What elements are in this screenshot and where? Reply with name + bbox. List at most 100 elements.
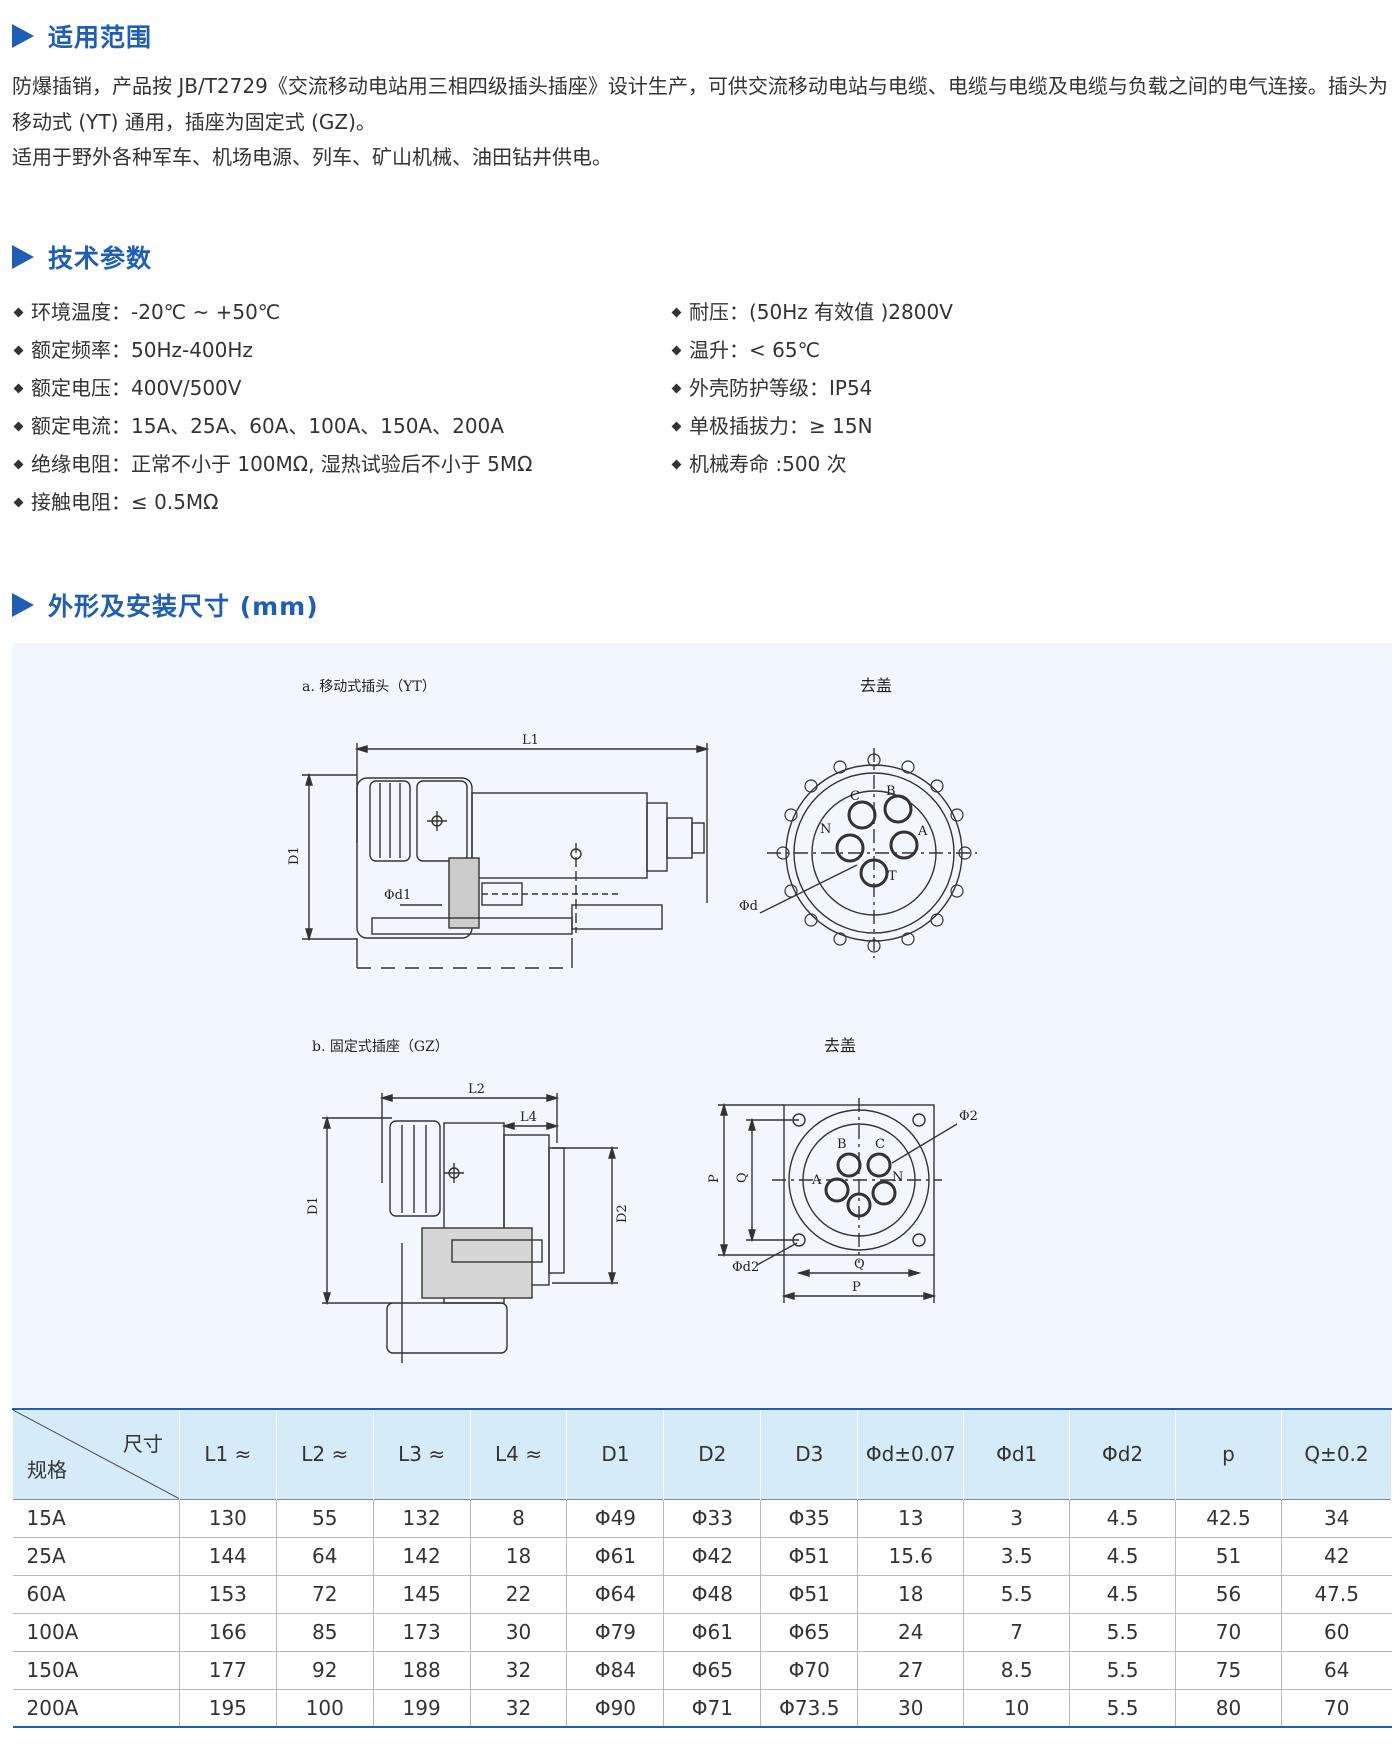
diamond-bullet-icon (13, 383, 24, 393)
table-cell: 56 (1175, 1575, 1282, 1614)
caption-plug: a. 移动式插头（YT） (302, 679, 436, 695)
diamond-bullet-icon (13, 345, 24, 355)
table-cell: 5.5 (963, 1575, 1070, 1614)
table-cell: 5.5 (1069, 1651, 1176, 1690)
table-cell: 72 (275, 1575, 374, 1614)
table-cell: 34 (1280, 1499, 1392, 1538)
section-title-label: 适用范围 (48, 23, 153, 52)
column-header: L3 ≈ (372, 1409, 471, 1499)
table-cell: Φ33 (663, 1499, 761, 1538)
table-cell: Φ61 (566, 1537, 664, 1576)
dim-label-phi-2: Φ2 (959, 1109, 978, 1124)
table-cell: 8 (469, 1499, 567, 1538)
table-cell: Φ51 (760, 1575, 858, 1614)
table-cell: 8.5 (963, 1651, 1070, 1690)
triangle-bullet-icon (12, 24, 34, 48)
table-cell-spec: 150A (12, 1651, 180, 1690)
dim-label-phi-d1: Φd1 (384, 888, 411, 903)
table-cell: Φ79 (566, 1613, 664, 1652)
diamond-bullet-icon (13, 307, 24, 317)
dim-label-phi-d: Φd (739, 899, 758, 914)
caption-socket: b. 固定式插座（GZ） (312, 1039, 449, 1055)
table-cell-spec: 200A (12, 1689, 180, 1728)
caption-socket-cover: 去盖 (824, 1036, 856, 1055)
triangle-bullet-icon (12, 245, 34, 269)
param-item: 接触电阻：≤ 0.5MΩ (12, 483, 532, 521)
table-cell: 22 (469, 1575, 567, 1614)
pin-label-B: B (886, 784, 896, 799)
param-item: 额定电流：15A、25A、60A、100A、150A、200A (12, 407, 532, 445)
param-list-right: 耐压：(50Hz 有效值 )2800V 温升：< 65℃ 外壳防护等级：IP54… (670, 293, 953, 483)
param-item: 环境温度：-20℃ ~ +50℃ (12, 293, 532, 331)
table-cell: 64 (275, 1537, 374, 1576)
dim-label-phi-d2: Φd2 (732, 1260, 759, 1275)
diamond-bullet-icon (671, 383, 682, 393)
dim-label-Q-vertical: Q (735, 1172, 750, 1183)
table-cell: Φ71 (663, 1689, 761, 1728)
param-item: 额定频率：50Hz-400Hz (12, 331, 532, 369)
table-cell-spec: 25A (12, 1537, 180, 1576)
dim-label-D1-socket: D1 (306, 1196, 321, 1215)
table-cell: Φ90 (566, 1689, 664, 1728)
section-title-label: 技术参数 (48, 244, 153, 273)
table-cell: 130 (178, 1499, 277, 1538)
table-cell: Φ51 (760, 1537, 858, 1576)
column-header: Φd±0.07 (857, 1409, 965, 1499)
table-cell: 55 (275, 1499, 374, 1538)
table-cell: 70 (1280, 1689, 1392, 1728)
table-cell: 3 (963, 1499, 1070, 1538)
table-cell: 42 (1280, 1537, 1392, 1576)
table-cell: 92 (275, 1651, 374, 1690)
triangle-bullet-icon (12, 593, 34, 617)
table-cell: 177 (178, 1651, 277, 1690)
dim-label-L4: L4 (520, 1110, 537, 1125)
pin-label-T: T (888, 869, 897, 884)
table-cell: 75 (1175, 1651, 1282, 1690)
param-item: 绝缘电阻：正常不小于 100MΩ, 湿热试验后不小于 5MΩ (12, 445, 532, 483)
table-cell: 145 (372, 1575, 471, 1614)
table-cell: 188 (372, 1651, 471, 1690)
corner-diagonal (13, 1410, 179, 1499)
table-cell: Φ64 (566, 1575, 664, 1614)
plug-front-view: C B N A T Φd (739, 748, 977, 958)
table-cell: Φ61 (663, 1613, 761, 1652)
table-cell: 142 (372, 1537, 471, 1576)
table-header-row: 尺寸 规格 L1 ≈ L2 ≈ L3 ≈ L4 ≈ D1 D2 D3 Φd±0.… (12, 1409, 1393, 1499)
table-cell: 13 (857, 1499, 964, 1538)
table-cell: 5.5 (1069, 1613, 1176, 1652)
drawing-svg: a. 移动式插头（YT） 去盖 b. 固定式插座（GZ） 去盖 L1 D1 (287, 676, 978, 1363)
table-cell: 199 (372, 1689, 471, 1728)
pin-label-N: N (820, 822, 831, 837)
param-item: 单极插拔力：≥ 15N (670, 407, 953, 445)
plug-outer-ring-bumps (776, 753, 972, 953)
param-item: 温升：< 65℃ (670, 331, 953, 369)
section-title-dims: 外形及安装尺寸 (mm) (12, 587, 319, 623)
socket-front-view: B C A N P Q Q P (707, 1098, 978, 1303)
socket-pin-label-N: N (892, 1170, 903, 1185)
column-header: Φd2 (1069, 1409, 1177, 1499)
table-cell: 30 (857, 1689, 964, 1728)
socket-side-view: L2 L4 D1 D2 (306, 1082, 630, 1363)
table-cell: 3.5 (963, 1537, 1070, 1576)
column-header: Φd1 (963, 1409, 1071, 1499)
table-cell: 30 (469, 1613, 567, 1652)
table-cell: 42.5 (1175, 1499, 1282, 1538)
pin-label-C: C (850, 789, 860, 804)
param-item: 机械寿命 :500 次 (670, 445, 953, 483)
caption-plug-cover: 去盖 (860, 676, 892, 695)
table-cell: Φ73.5 (760, 1689, 858, 1728)
dim-label-D1: D1 (287, 846, 302, 865)
dim-label-P-vertical: P (707, 1174, 722, 1183)
table-cell-spec: 100A (12, 1613, 180, 1652)
table-cell: Φ49 (566, 1499, 664, 1538)
socket-pin-label-A: A (811, 1173, 822, 1188)
table-cell-spec: 15A (12, 1499, 180, 1538)
corner-label-dimension: 尺寸 (122, 1432, 163, 1456)
diamond-bullet-icon (671, 345, 682, 355)
param-item: 耐压：(50Hz 有效值 )2800V (670, 293, 953, 331)
table-cell: 32 (469, 1651, 567, 1690)
spec-table: 尺寸 规格 L1 ≈ L2 ≈ L3 ≈ L4 ≈ D1 D2 D3 Φd±0.… (12, 1408, 1393, 1728)
section-title-params: 技术参数 (12, 239, 152, 275)
table-cell: 32 (469, 1689, 567, 1728)
